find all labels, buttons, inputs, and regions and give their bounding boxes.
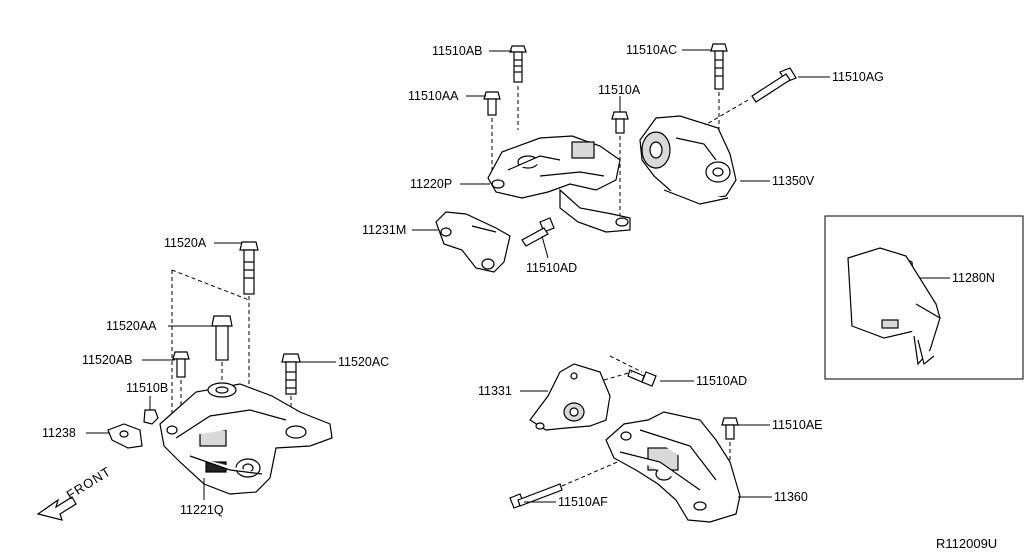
engine-mount-11350V (639, 115, 737, 205)
label-11510AF: 11510AF (558, 495, 608, 509)
label-11221Q: 11221Q (180, 503, 224, 517)
label-11238: 11238 (42, 426, 76, 440)
transmission-mount-11221Q (159, 382, 333, 495)
label-11220P: 11220P (410, 177, 452, 191)
bolt-11510AA (483, 91, 501, 116)
label-11360: 11360 (774, 490, 808, 504)
label-11510AC: 11510AC (626, 43, 677, 57)
label-11520AB: 11520AB (82, 353, 133, 367)
bolt-11520AB (172, 351, 190, 378)
label-11510AD-top: 11510AD (526, 261, 577, 275)
bracket-11231M (435, 211, 511, 273)
label-11280N: 11280N (952, 271, 995, 285)
bolt-11520AC (281, 353, 301, 395)
label-11510AG: 11510AG (832, 70, 884, 84)
bolt-11520AA (211, 315, 233, 361)
bolt-11520A (239, 241, 259, 295)
bolt-11510AF (509, 483, 563, 509)
ecu-callout-frame (824, 215, 1024, 380)
control-unit-11280N (847, 247, 941, 366)
bolt-11510AE (721, 417, 739, 440)
front-arrow-icon (36, 496, 77, 521)
bolt-11510A (611, 111, 629, 134)
label-11510AB: 11510AB (432, 44, 483, 58)
nut-11510B (143, 409, 159, 425)
bolt-11510AB (509, 45, 527, 83)
label-11510AD-bottom: 11510AD (696, 374, 747, 388)
bolt-11510AD-top (521, 217, 555, 247)
label-11231M: 11231M (362, 223, 406, 237)
label-11331: 11331 (478, 384, 512, 398)
diagram-reference-code: R112009U (936, 536, 997, 551)
label-11510B: 11510B (126, 381, 168, 395)
label-11350V: 11350V (772, 174, 815, 188)
front-direction-label: FRONT (64, 463, 114, 502)
bolt-11510AC (710, 43, 728, 90)
engine-mount-11360 (605, 411, 741, 523)
label-11520AA: 11520AA (106, 319, 157, 333)
bolt-11510AG (751, 67, 797, 103)
leader-lines (86, 49, 950, 503)
label-11520AC: 11520AC (338, 355, 389, 369)
bracket-11331 (529, 363, 611, 431)
bracket-11238 (107, 423, 143, 449)
bolt-11510AD-bottom (627, 369, 657, 387)
label-11520A: 11520A (164, 236, 207, 250)
label-11510AA: 11510AA (408, 89, 459, 103)
bracket-11220P (487, 135, 631, 233)
label-11510A: 11510A (598, 83, 641, 97)
label-11510AE: 11510AE (772, 418, 823, 432)
